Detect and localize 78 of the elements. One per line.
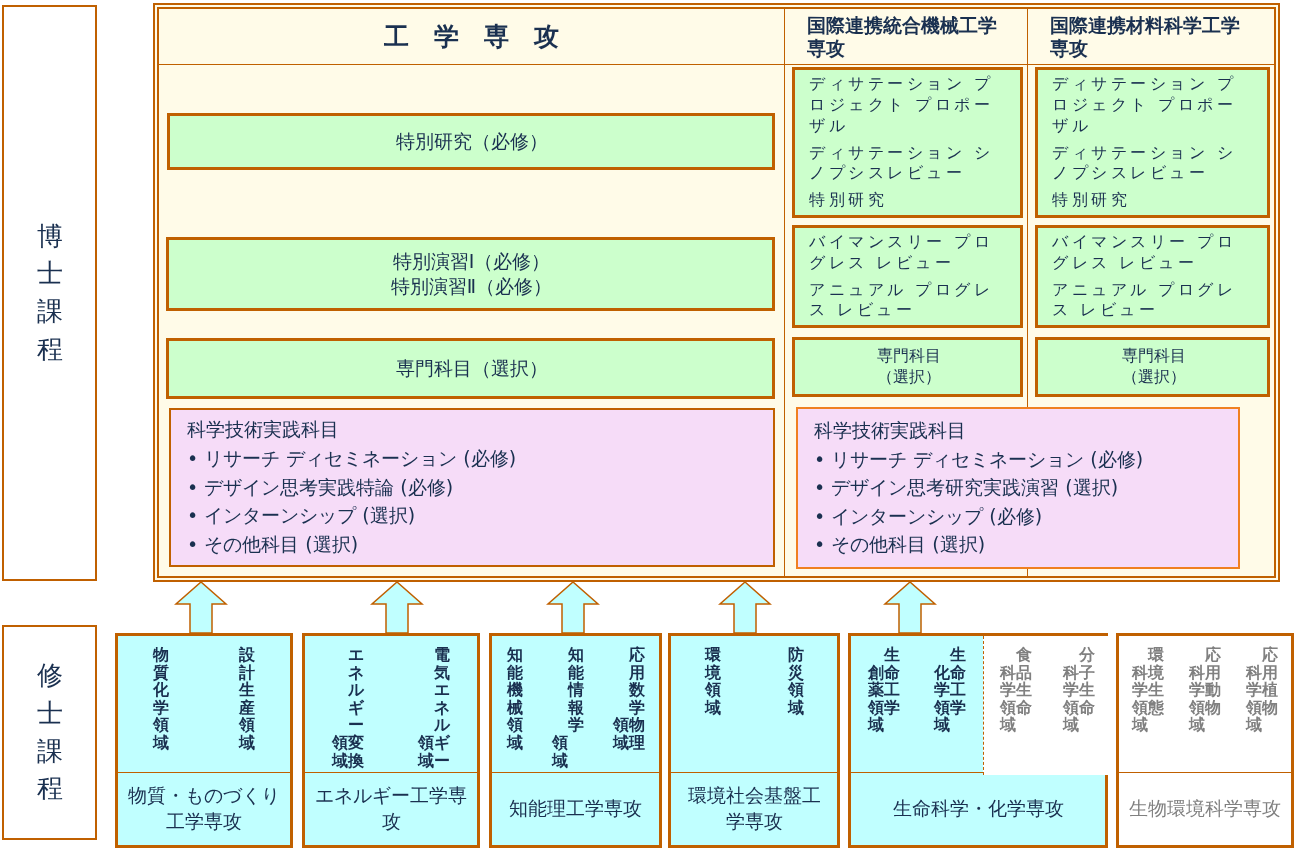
course-label: 特別演習Ⅱ（必修） [390, 274, 553, 299]
list-item: • インターンシップ (必修) [814, 503, 1044, 529]
block-arrow [718, 581, 772, 634]
course-box [792, 337, 1023, 397]
domain-label: エネルギー変換領域 [332, 646, 364, 772]
master-major-box [848, 633, 1108, 848]
course-label: アニュアル プログレス レビュー [809, 279, 995, 322]
course-box [166, 338, 775, 399]
list-item: • デザイン思考実践特論 (必修) [187, 474, 455, 500]
master-major-box [1116, 633, 1294, 848]
domain-label: 生命工学化学領域 [934, 646, 966, 737]
course-label: 専門科目（選択） [395, 356, 548, 381]
domain-label: 環境領域 [704, 646, 721, 719]
course-label: ディサテーション プロジェクト プロポーザル [809, 74, 995, 137]
domain-label: 知能機械領域 [506, 646, 523, 754]
major-name: 物質・ものづくり工学専攻 [127, 783, 281, 834]
major-name: 環境社会基盤工学専攻 [686, 783, 822, 834]
list-heading: 科学技術実践科目 [814, 417, 967, 443]
major-name: 生物環境科学専攻 [1129, 796, 1281, 822]
list-item: • その他科目 (選択) [187, 531, 360, 557]
course-label: 特別研究 [1052, 190, 1131, 211]
column-heading: 国際連携材料科学工学専攻 [1050, 13, 1241, 60]
master-major-box [115, 633, 293, 848]
list-item: • インターンシップ (選択) [187, 503, 417, 529]
major-column [159, 9, 785, 576]
course-label: 専門科目（選択） [1120, 346, 1187, 388]
course-label: 特別研究 [809, 190, 888, 211]
course-box [1035, 67, 1270, 218]
domain-label: 環境生態科学領域 [1131, 646, 1164, 737]
course-list-box [796, 407, 1240, 569]
major-name: 知能理工学専攻 [509, 796, 642, 822]
domain-label: 食品生命科学領域 [999, 646, 1032, 737]
course-label: ディサテーション シノプシスレビュー [809, 142, 995, 185]
course-box [167, 113, 775, 170]
course-label-box: 博士課程 [2, 5, 97, 581]
list-item: • デザイン思考研究実践演習 (選択) [814, 475, 1120, 501]
list-item: • リサーチ ディセミネーション (必修) [814, 446, 1145, 472]
course-label: ディサテーション シノプシスレビュー [1052, 142, 1238, 185]
domain-label: 応用数学物理領域 [612, 646, 645, 754]
course-label: バイマンスリー プログレス レビュー [809, 231, 995, 274]
master-major-box [668, 633, 840, 848]
course-box [792, 67, 1023, 218]
block-arrow [883, 581, 937, 634]
master-major-box [489, 633, 662, 848]
course-box [1035, 337, 1270, 397]
block-arrow [370, 581, 424, 634]
domain-label: 知能情報学領域 [551, 646, 584, 772]
course-label-box: 修士課程 [2, 625, 97, 840]
domain-label: 設計生産領域 [239, 646, 255, 754]
domain-panel [983, 636, 1109, 775]
master-major-box [302, 633, 480, 848]
course-label: アニュアル プログレス レビュー [1052, 279, 1238, 322]
domain-label: 応用植物科学領域 [1246, 646, 1279, 737]
column-heading: 工 学 専 攻 [384, 21, 559, 52]
list-item: • その他科目 (選択) [814, 532, 987, 558]
column-heading: 国際連携統合機械工学専攻 [807, 13, 998, 60]
course-box [166, 237, 775, 311]
course-box [1035, 225, 1270, 328]
major-name: エネルギー工学専攻 [314, 783, 468, 834]
domain-label: 分子生命科学領域 [1062, 646, 1095, 737]
course-label: 専門科目（選択） [875, 346, 942, 388]
domain-label: 物質化学領域 [153, 646, 169, 754]
block-arrow [546, 581, 600, 634]
course-label: バイマンスリー プログレス レビュー [1052, 231, 1238, 274]
course-label: ディサテーション プロジェクト プロポーザル [1052, 74, 1238, 137]
doctoral-frame [153, 3, 1280, 582]
domain-label: 生命工学創薬領域 [868, 646, 900, 737]
course-label: 特別研究（必修） [396, 129, 548, 154]
course-box [792, 225, 1023, 328]
domain-label: 電気エネルギー領域 [418, 646, 450, 772]
domain-label: 応用動物科学領域 [1189, 646, 1221, 737]
course-list-box [169, 408, 775, 567]
list-item: • リサーチ ディセミネーション (必修) [187, 446, 518, 472]
major-name: 生命科学・化学専攻 [892, 796, 1064, 822]
list-heading: 科学技術実践科目 [187, 417, 340, 443]
block-arrow [174, 581, 228, 634]
domain-label: 防災領域 [787, 646, 804, 719]
course-label: 特別演習Ⅰ（必修） [392, 249, 551, 274]
